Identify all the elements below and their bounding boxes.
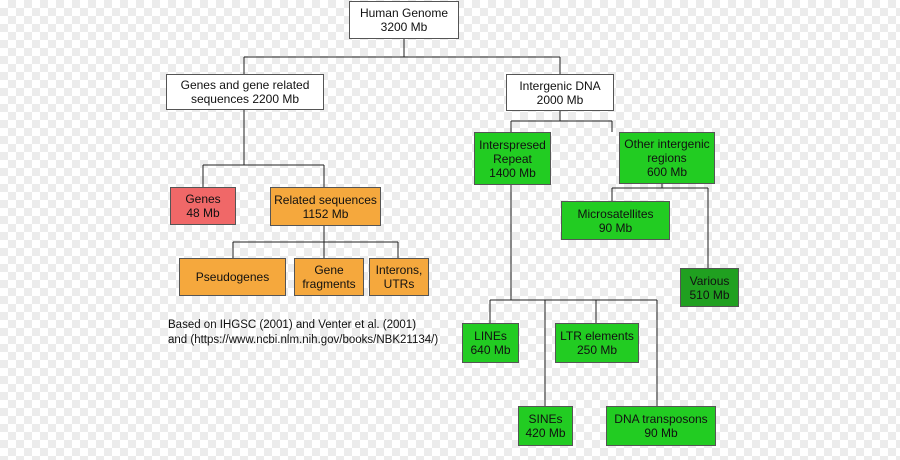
node-label: Other intergenic [624, 137, 710, 151]
node-value: 1400 Mb [489, 165, 536, 180]
node-value: 1152 Mb [302, 206, 349, 221]
source-note: Based on IHGSC (2001) and Venter et al. … [168, 318, 438, 348]
node-label: Various [689, 273, 730, 288]
node-label: Pseudogenes [195, 270, 270, 284]
node-genes-related: Genes and gene related sequences 2200 Mb [166, 74, 324, 110]
node-value: 48 Mb [186, 206, 220, 220]
node-value: 3200 Mb [380, 20, 428, 34]
node-label: Interspresed [479, 137, 546, 152]
node-value: 250 Mb [576, 343, 618, 357]
node-various: Various 510 Mb [680, 268, 739, 307]
node-gene-fragments: Gene fragments [294, 258, 364, 296]
node-ltr-elements: LTR elements 250 Mb [555, 323, 639, 363]
node-label: sequences 2200 Mb [190, 92, 300, 106]
node-related-sequences: Related sequences 1152 Mb [270, 187, 381, 226]
node-value: 2000 Mb [536, 92, 584, 107]
node-dna-transposons: DNA transposons 90 Mb [606, 406, 716, 446]
node-intergenic-dna: Intergenic DNA 2000 Mb [506, 74, 614, 111]
node-value: 420 Mb [525, 426, 566, 440]
node-label: Intergenic DNA [519, 78, 601, 93]
node-sines: SINEs 420 Mb [518, 406, 573, 446]
node-lines: LINEs 640 Mb [462, 323, 519, 363]
node-label: Gene [314, 263, 344, 277]
node-label: Microsatellites [577, 206, 654, 221]
node-pseudogenes: Pseudogenes [179, 258, 286, 296]
node-label: UTRs [383, 277, 415, 291]
node-label: Genes and gene related [180, 78, 310, 92]
node-microsatellites: Microsatellites 90 Mb [561, 201, 670, 240]
node-value: 510 Mb [689, 287, 730, 302]
node-human-genome: Human Genome 3200 Mb [349, 1, 459, 39]
node-label: Related sequences [274, 192, 377, 207]
node-label: fragments [302, 277, 356, 291]
node-label: Genes [185, 192, 221, 206]
node-value: 640 Mb [470, 343, 511, 357]
node-interspersed-repeat: Interspresed Repeat 1400 Mb [474, 132, 551, 185]
node-label: Repeat [493, 151, 532, 166]
node-label: Interons, [375, 263, 423, 277]
node-label: regions [647, 151, 687, 165]
node-label: LINEs [474, 329, 507, 343]
node-genes: Genes 48 Mb [170, 187, 236, 225]
node-label: LTR elements [560, 329, 634, 343]
source-note-line: Based on IHGSC (2001) and Venter et al. … [168, 319, 417, 331]
source-note-line: and (https://www.ncbi.nlm.nih.gov/books/… [168, 334, 439, 346]
node-value: 90 Mb [598, 220, 633, 235]
node-introns-utrs: Interons, UTRs [369, 258, 429, 296]
node-other-intergenic: Other intergenic regions 600 Mb [619, 132, 715, 184]
node-label: SINEs [528, 412, 563, 426]
node-label: Human Genome [359, 6, 449, 20]
node-label: DNA transposons [614, 412, 708, 426]
node-value: 90 Mb [644, 426, 678, 440]
node-value: 600 Mb [646, 165, 688, 179]
